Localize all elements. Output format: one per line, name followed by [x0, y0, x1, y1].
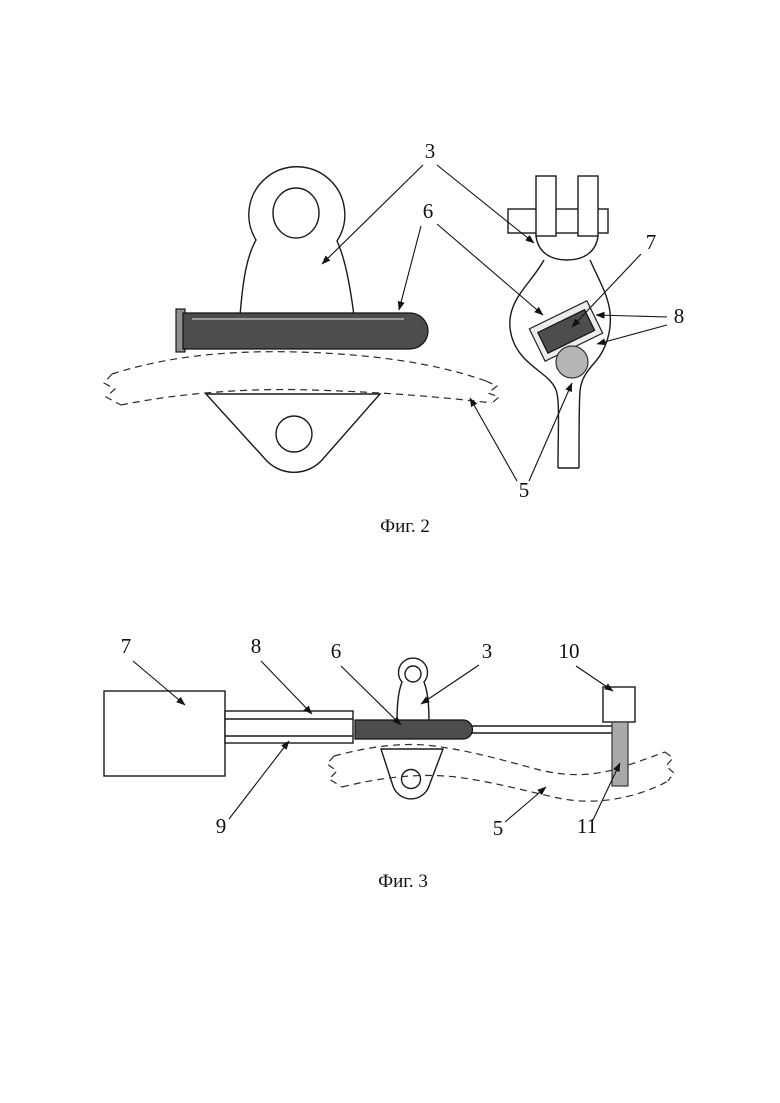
fig2-conductor-end-view	[555, 345, 589, 379]
fig3-operating-rod-box	[103, 690, 226, 777]
figure-2: 3 6 7 8 5 Фиг. 2	[103, 139, 685, 537]
fig3-conductor-left-break	[326, 755, 343, 788]
fig3-rod-outer-tube	[224, 710, 354, 744]
fig2-caption: Фиг. 2	[380, 516, 430, 537]
fig3-leader-3	[420, 664, 480, 705]
fig2-leader-8-lower	[596, 324, 668, 346]
fig3-leader-11	[592, 762, 621, 821]
fig2-leader-5-left	[469, 397, 518, 482]
fig3-leader-7	[132, 660, 186, 706]
fig3-label-11: 11	[577, 814, 597, 838]
fig2-top-lug-hole	[272, 187, 320, 239]
fig2-hook-left-edge	[509, 259, 560, 469]
fig2-hook-right-edge	[578, 259, 612, 469]
fig3-leader-6	[340, 665, 402, 726]
fig2-pin	[182, 312, 429, 350]
fig3-label-3: 3	[482, 639, 493, 663]
fig2-leader-6-right	[436, 223, 544, 316]
fig3-leader-8	[260, 660, 313, 715]
fig2-conductor-left-break	[103, 373, 122, 406]
fig2-clevis-right-prong	[577, 175, 599, 237]
fig3-leader-10	[575, 665, 614, 692]
fig3-label-6: 6	[331, 639, 342, 663]
fig2-pin-end-group	[528, 299, 604, 363]
fig3-label-7: 7	[121, 634, 132, 658]
fig3-label-10: 10	[559, 639, 580, 663]
fig2-bottom-lug-hole	[275, 415, 313, 453]
fig3-caption: Фиг. 3	[378, 871, 428, 892]
figure-3: 7 8 6 3 10 9 5 11 Фиг. 3	[103, 634, 675, 892]
fig3-top-lug-hole	[404, 665, 422, 683]
fig2-conductor-bottom-edge	[120, 388, 493, 406]
fig2-label-5: 5	[519, 478, 530, 502]
fig3-bottom-lug-hole	[400, 768, 422, 790]
fig2-pin-end	[537, 308, 596, 354]
fig2-label-3: 3	[425, 139, 436, 163]
fig3-counterweight-box	[602, 686, 636, 723]
fig3-label-8: 8	[251, 634, 262, 658]
fig2-label-8: 8	[674, 304, 685, 328]
fig2-leader-8-upper	[595, 311, 668, 319]
fig2-conductor-right-break	[485, 380, 501, 404]
fig2-clevis-left-prong	[535, 175, 557, 237]
fig3-leader-5	[504, 786, 547, 823]
fig3-pin	[354, 719, 474, 740]
fig3-leader-9	[228, 740, 290, 820]
fig3-end-strip	[611, 721, 629, 787]
fig2-leader-7	[571, 253, 642, 328]
fig3-conductor-right-break	[664, 751, 675, 782]
fig2-leader-5-right	[528, 382, 573, 482]
fig2-leader-6-left	[397, 225, 422, 311]
fig2-top-lug	[239, 166, 355, 317]
fig3-label-9: 9	[216, 814, 227, 838]
fig2-leader-3-left	[321, 164, 424, 265]
fig2-clevis-bottom	[535, 235, 599, 261]
fig2-leader-3-right	[436, 164, 535, 244]
fig2-label-7: 7	[646, 230, 657, 254]
fig3-conductor-bottom-edge	[341, 774, 669, 802]
fig2-label-6: 6	[423, 199, 434, 223]
fig2-conductor-top-edge	[111, 351, 487, 382]
fig3-label-5: 5	[493, 816, 504, 840]
